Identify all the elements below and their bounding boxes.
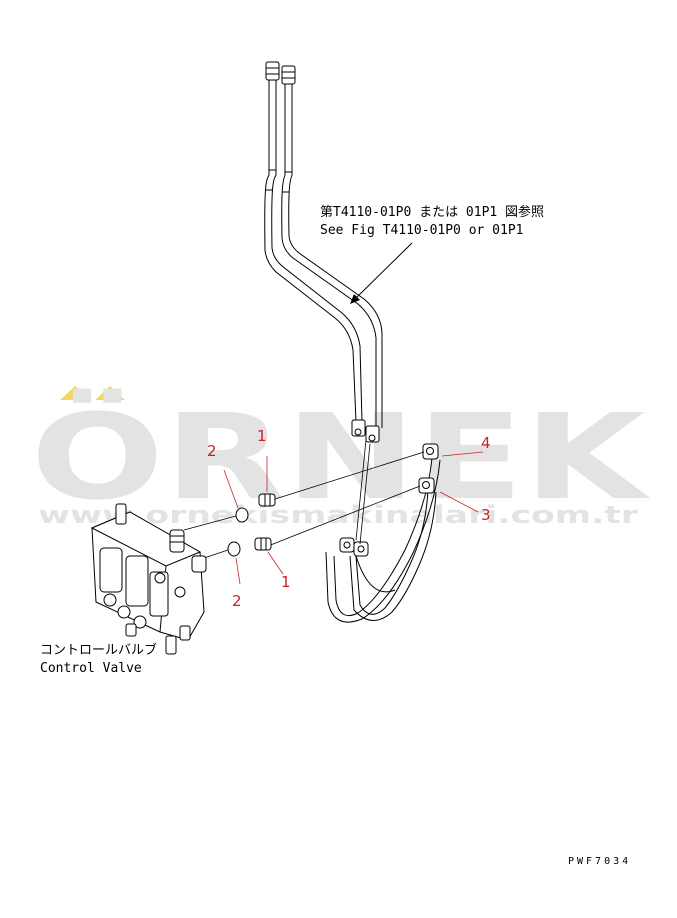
o-rings [227, 507, 249, 557]
figure-code: PWF7034 [568, 856, 631, 867]
valve-section-3 [149, 571, 169, 617]
reference-arrowhead [350, 294, 360, 304]
connector-1-bottom [254, 537, 272, 551]
watermark-accent-right [95, 386, 125, 400]
connection-lines [355, 439, 371, 545]
connector-fittings [254, 493, 276, 551]
top-fitting-right [281, 65, 296, 85]
control-valve-label-jp: コントロールバルブ [40, 642, 157, 658]
valve-section-2 [125, 555, 149, 607]
valve-bottom-plug-2 [165, 635, 177, 655]
callout-1-top: 1 [257, 427, 267, 445]
hose-3-outer [355, 489, 429, 615]
top-fitting-left [265, 61, 280, 81]
callout-2-top: 2 [207, 442, 217, 460]
alignment-lines [267, 451, 425, 547]
hose-assembly [325, 457, 441, 623]
callout-leaders [223, 451, 484, 585]
valve-port-top [169, 529, 185, 553]
o-ring-top [235, 507, 249, 523]
port-lines [183, 515, 237, 559]
reference-note-en: See Fig T4110-01P0 or 01P1 [320, 223, 524, 238]
watermark-brand: ÖRNEK [31, 388, 652, 526]
top-fittings [265, 61, 296, 85]
connector-1-top [258, 493, 276, 507]
valve-bottom-plug-1 [125, 623, 137, 637]
tube-right-inner [288, 84, 383, 428]
valve-bottom-plug-3 [179, 625, 191, 641]
valve-section-1 [99, 547, 123, 593]
tube-left-inner [271, 80, 363, 423]
valve-port-side [191, 555, 207, 573]
callout-2-bottom: 2 [232, 592, 242, 610]
watermark-accent-left [60, 386, 90, 400]
callout-3: 3 [481, 506, 491, 524]
tube-end-fittings [351, 419, 380, 443]
callout-1-bottom: 1 [281, 573, 291, 591]
reference-note-jp: 第T4110-01P0 または 01P1 図参照 [320, 204, 544, 220]
o-ring-bottom [227, 541, 241, 557]
tube-right-outer [281, 84, 377, 428]
watermark: ÖRNEK www.ornekismakinalari.com.tr [31, 386, 652, 529]
reference-leader [350, 242, 413, 304]
control-valve-label-en: Control Valve [40, 661, 142, 676]
hose-end-fittings [339, 443, 439, 557]
steel-tube-assembly [264, 80, 383, 428]
valve-spool-top [115, 503, 127, 525]
control-valve [90, 503, 207, 655]
hose-3-inner [349, 491, 437, 621]
callout-4: 4 [481, 434, 491, 452]
tube-left-outer [264, 80, 357, 423]
hose-crossover [355, 555, 396, 593]
hose-4-outer [333, 457, 433, 617]
